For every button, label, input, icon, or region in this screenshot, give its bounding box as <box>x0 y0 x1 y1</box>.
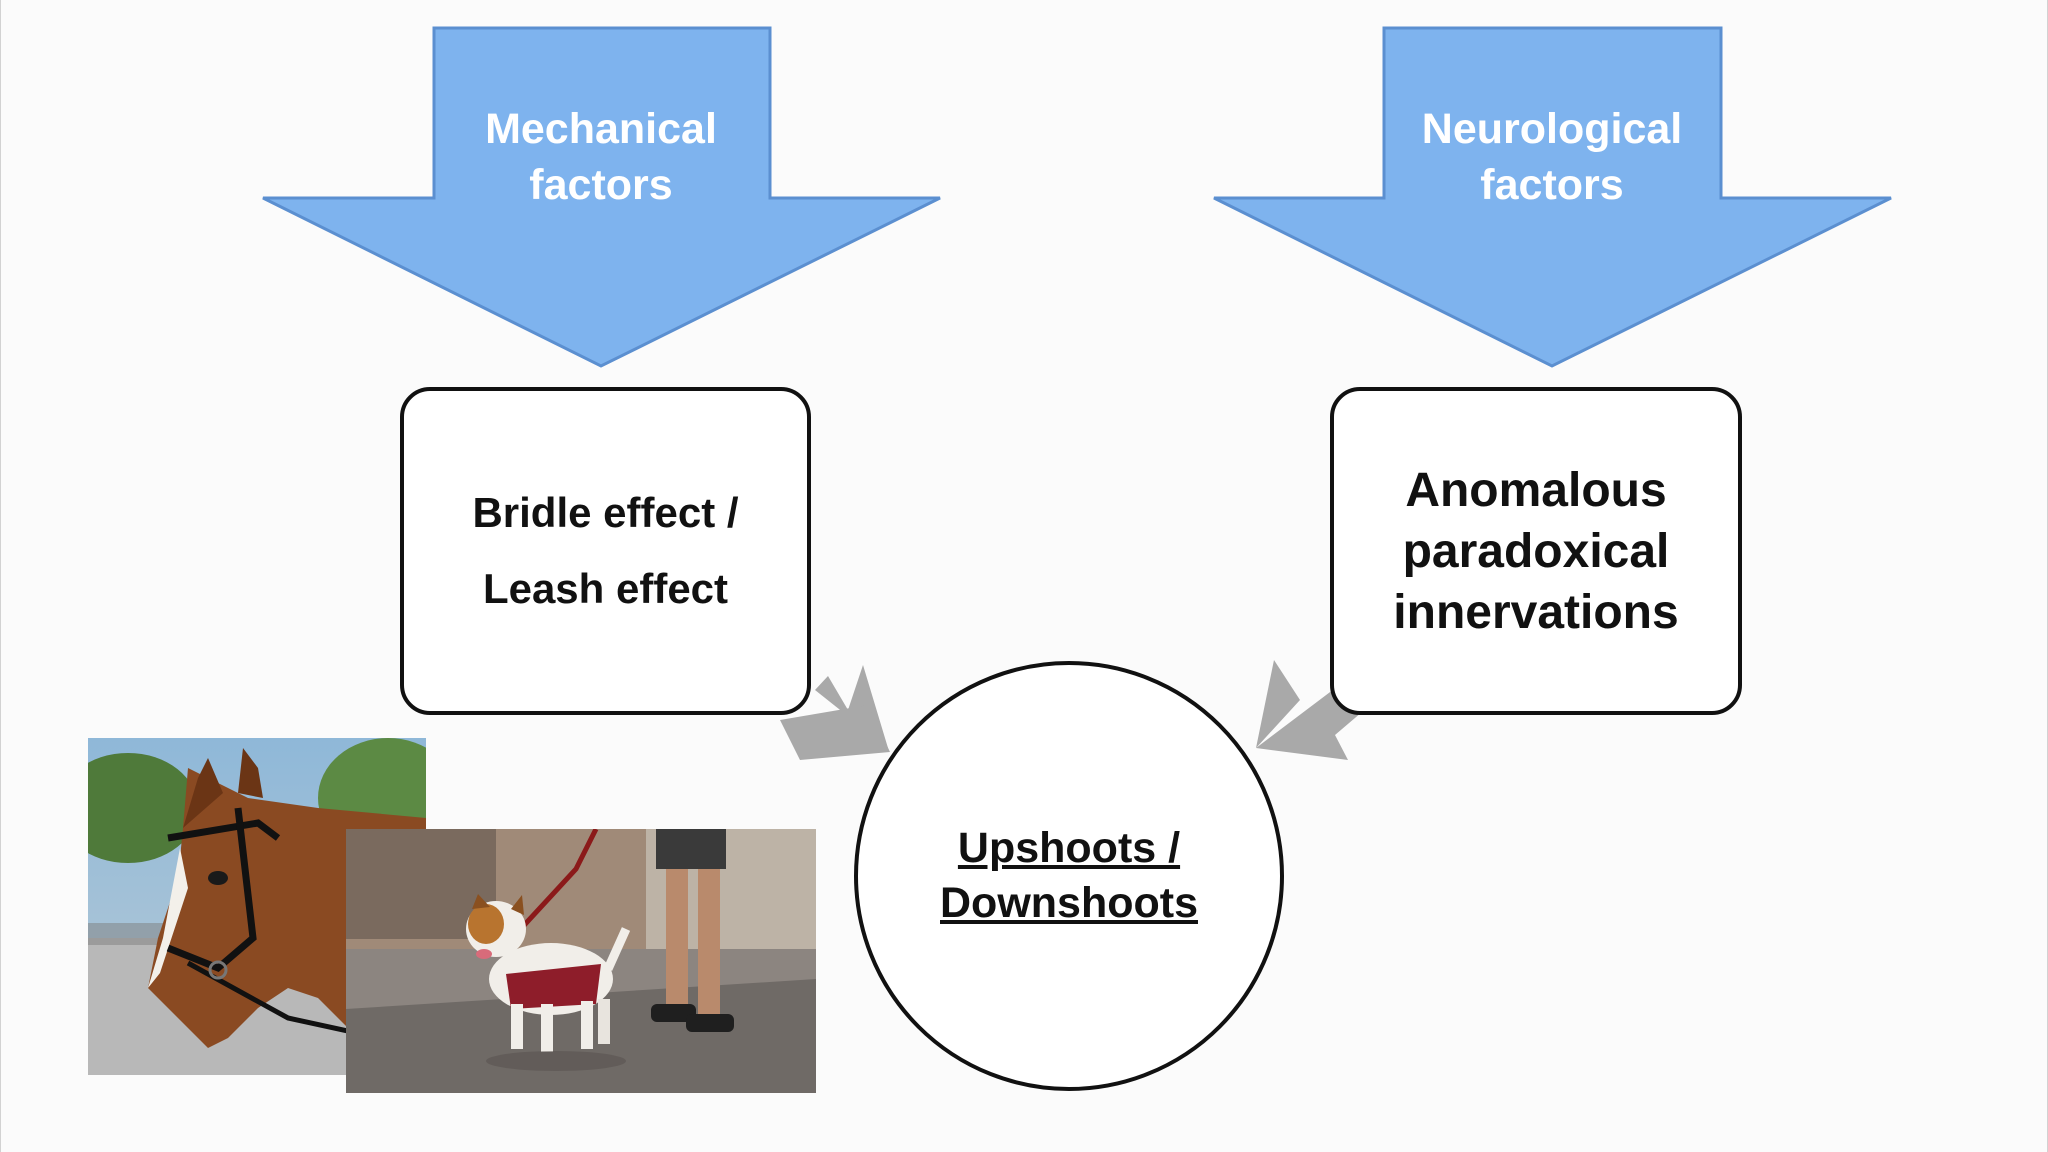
bridle-leash-effect-box: Bridle effect / Leash effect <box>400 387 811 715</box>
neurological-factors-arrow <box>1213 26 1892 368</box>
upshoots-downshoots-text: Upshoots / Downshoots <box>940 824 1198 927</box>
mechanical-factors-arrow <box>262 26 941 368</box>
upshoots-downshoots-circle: Upshoots / Downshoots <box>854 661 1284 1091</box>
mechanical-factors-label: Mechanical factors <box>485 105 717 209</box>
bridle-leash-effect-text: Bridle effect / Leash effect <box>472 489 739 612</box>
dog-photo <box>346 829 816 1093</box>
connector-arrow-left <box>780 665 890 760</box>
paradoxical-innervations-text: Anomalous paradoxical innervations <box>1393 463 1679 639</box>
paradoxical-innervations-box: Anomalous paradoxical innervations <box>1330 387 1742 715</box>
neurological-factors-label: Neurological factors <box>1421 105 1683 209</box>
